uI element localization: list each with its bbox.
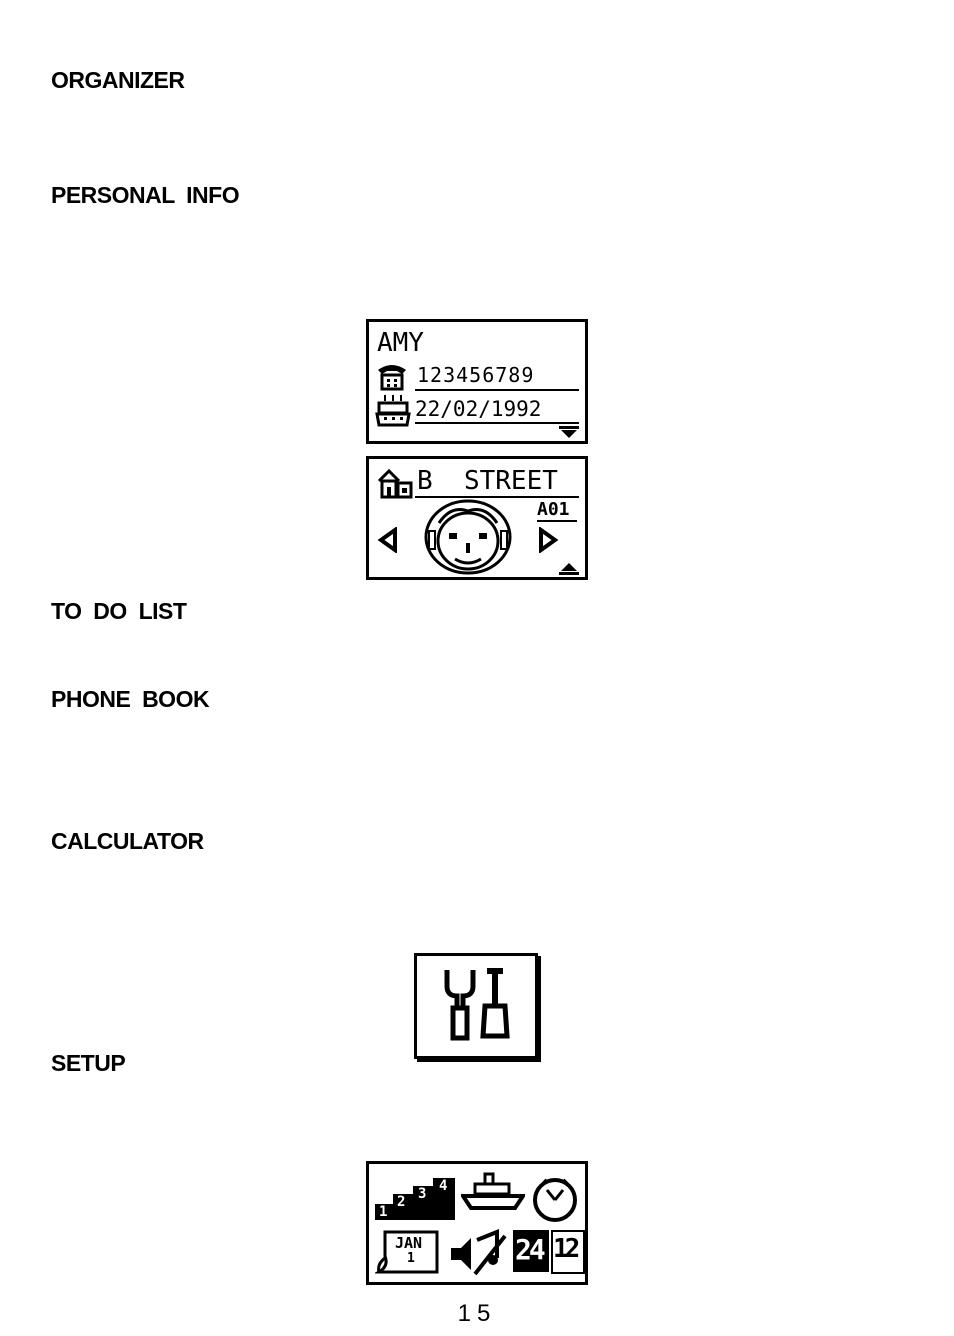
lcd-screen-contact: AMY 123456789 22/02/1992 (366, 319, 588, 444)
heading-calculator: CALCULATOR (51, 828, 204, 854)
calendar-month: JAN (395, 1234, 423, 1252)
numbers-icon[interactable]: 1 2 3 4 (375, 1178, 455, 1220)
wrench-screwdriver-icon (444, 968, 510, 1041)
numbers-icon-3: 3 (418, 1186, 427, 1202)
lcd-screen-address: B STREET A01 (366, 456, 588, 580)
house-icon (377, 469, 413, 499)
heading-setup: SETUP (51, 1050, 126, 1076)
heading-to-do-list: TO DO LIST (51, 598, 187, 624)
contact-birthday: 22/02/1992 (415, 397, 542, 421)
address-street: B STREET (417, 466, 558, 496)
lcd-screen-setup-menu: 1 2 3 4 JAN 1 24 12 (366, 1161, 588, 1285)
telephone-icon (378, 365, 406, 391)
ship-icon[interactable] (461, 1172, 525, 1212)
sound-music-icon[interactable] (447, 1228, 509, 1280)
hour-format-24: 24 (515, 1233, 546, 1266)
calendar-day: 1 (407, 1251, 415, 1266)
scroll-up-icon (559, 563, 579, 575)
hour-format-12: 12 (553, 1234, 580, 1264)
contact-phone: 123456789 (417, 363, 535, 387)
face-avatar-icon (424, 499, 512, 575)
hour-format-icon[interactable]: 24 12 (513, 1230, 585, 1274)
numbers-icon-2: 2 (397, 1194, 406, 1210)
page-number: 15 (457, 1300, 497, 1327)
contact-name: AMY (377, 328, 424, 358)
numbers-icon-4: 4 (439, 1178, 448, 1194)
arrow-left-icon[interactable] (377, 527, 399, 553)
setup-tools-tile (414, 953, 538, 1059)
scroll-down-icon (559, 426, 579, 438)
numbers-icon-1: 1 (379, 1204, 388, 1220)
birthday-cake-icon (375, 395, 411, 427)
address-code: A01 (537, 499, 570, 520)
heading-personal-info: PERSONAL INFO (51, 182, 240, 208)
clock-icon[interactable] (527, 1174, 583, 1222)
heading-organizer: ORGANIZER (51, 67, 185, 93)
calendar-icon[interactable]: JAN 1 (375, 1228, 443, 1278)
heading-phone-book: PHONE BOOK (51, 686, 210, 712)
arrow-right-icon[interactable] (537, 527, 559, 553)
